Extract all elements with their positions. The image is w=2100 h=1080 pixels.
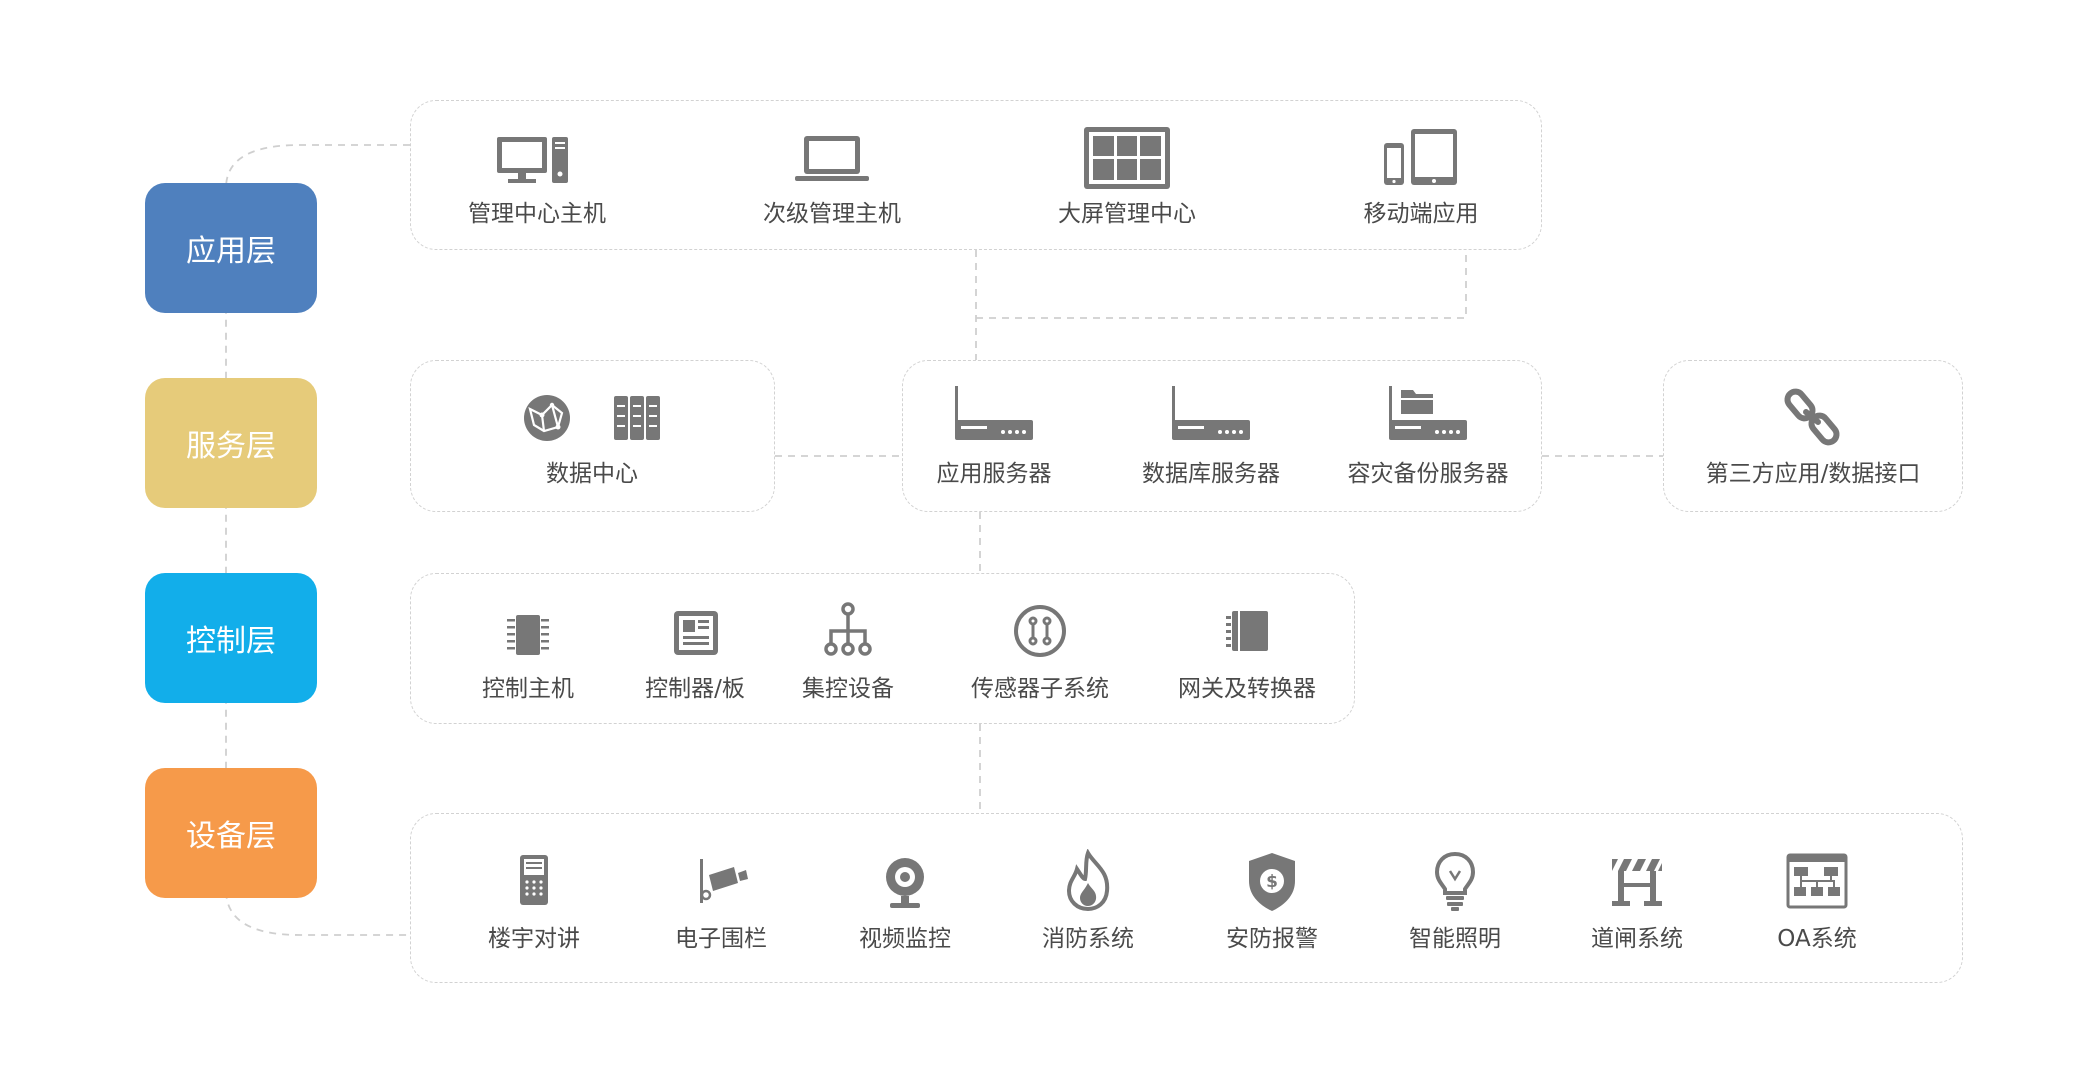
service-server-label: 应用服务器 bbox=[936, 461, 1052, 487]
third-party-group bbox=[1663, 360, 1963, 512]
service-app-server[interactable]: 应用服务器 bbox=[884, 384, 1104, 488]
layer-control: 控制层 bbox=[145, 573, 317, 703]
router-icon bbox=[1172, 386, 1250, 440]
app-item-secondary-host[interactable]: 次级管理主机 bbox=[722, 124, 942, 228]
gateway-icon bbox=[1226, 611, 1268, 651]
service-third-party[interactable]: 第三方应用/数据接口 bbox=[1693, 384, 1933, 488]
device-group bbox=[410, 813, 1963, 983]
barrier-gate-icon bbox=[1612, 859, 1662, 906]
service-server-label: 容灾备份服务器 bbox=[1347, 461, 1509, 487]
device-item-security[interactable]: $ 安防报警 bbox=[1162, 849, 1382, 953]
device-item-intercom[interactable]: 楼宇对讲 bbox=[424, 849, 644, 953]
control-item-label: 传感器子系统 bbox=[971, 676, 1109, 702]
device-item-oa[interactable]: OA系统 bbox=[1707, 849, 1927, 953]
service-data-center[interactable]: 数据中心 bbox=[482, 384, 702, 488]
application-group bbox=[410, 100, 1542, 250]
desktop-computer-icon bbox=[497, 137, 568, 183]
device-item-label: 消防系统 bbox=[1042, 926, 1134, 952]
globe-network-icon bbox=[524, 395, 570, 441]
app-item-video-wall[interactable]: 大屏管理中心 bbox=[1017, 124, 1237, 228]
control-item-label: 网关及转换器 bbox=[1178, 676, 1316, 702]
laptop-icon bbox=[795, 136, 869, 181]
control-item-host[interactable]: 控制主机 bbox=[418, 599, 638, 703]
device-item-fence[interactable]: 电子围栏 bbox=[611, 849, 831, 953]
layer-device-label: 设备层 bbox=[186, 819, 276, 854]
app-item-label: 大屏管理中心 bbox=[1058, 201, 1196, 227]
device-item-label: 安防报警 bbox=[1226, 926, 1318, 952]
intercom-icon bbox=[520, 855, 548, 905]
app-item-management-host[interactable]: 管理中心主机 bbox=[427, 124, 647, 228]
device-item-label: 道闸系统 bbox=[1591, 926, 1683, 952]
device-item-label: 楼宇对讲 bbox=[488, 926, 580, 952]
server-rack-icon bbox=[614, 396, 660, 440]
service-db-server[interactable]: 数据库服务器 bbox=[1101, 384, 1321, 488]
control-item-label: 控制主机 bbox=[482, 676, 574, 702]
router-icon bbox=[955, 386, 1033, 440]
service-server-label: 数据库服务器 bbox=[1142, 461, 1280, 487]
service-data-center-label: 数据中心 bbox=[546, 461, 638, 487]
device-item-label: 智能照明 bbox=[1409, 926, 1501, 952]
device-item-lighting[interactable]: 智能照明 bbox=[1345, 849, 1565, 953]
app-item-mobile[interactable]: 移动端应用 bbox=[1311, 124, 1531, 228]
device-item-label: 电子围栏 bbox=[675, 926, 767, 952]
control-item-label: 集控设备 bbox=[802, 676, 894, 702]
app-item-label: 次级管理主机 bbox=[763, 201, 901, 227]
control-item-central[interactable]: 集控设备 bbox=[738, 599, 958, 703]
layer-service: 服务层 bbox=[145, 378, 317, 508]
mobile-tablet-icon bbox=[1384, 129, 1457, 185]
control-item-gateway[interactable]: 网关及转换器 bbox=[1137, 599, 1357, 703]
layer-control-label: 控制层 bbox=[186, 624, 276, 659]
device-item-barrier[interactable]: 道闸系统 bbox=[1527, 849, 1747, 953]
layer-service-label: 服务层 bbox=[186, 429, 276, 464]
app-item-label: 移动端应用 bbox=[1363, 201, 1479, 227]
fire-icon bbox=[1066, 849, 1110, 912]
service-backup-server[interactable]: 容灾备份服务器 bbox=[1318, 384, 1538, 488]
camera-fence-icon bbox=[700, 859, 748, 903]
chip-icon bbox=[507, 615, 549, 655]
svg-text:$: $ bbox=[1266, 872, 1278, 892]
layer-application: 应用层 bbox=[145, 183, 317, 313]
control-group bbox=[410, 573, 1355, 724]
device-item-label: OA系统 bbox=[1777, 926, 1857, 952]
server-group bbox=[902, 360, 1542, 512]
hub-tree-icon bbox=[824, 602, 872, 656]
service-third-party-label: 第三方应用/数据接口 bbox=[1705, 461, 1921, 487]
control-panel-icon bbox=[674, 611, 718, 655]
light-bulb-icon bbox=[1434, 851, 1476, 911]
device-item-video[interactable]: 视频监控 bbox=[795, 849, 1015, 953]
chain-link-icon bbox=[1784, 388, 1840, 446]
app-item-label: 管理中心主机 bbox=[468, 201, 606, 227]
device-item-label: 视频监控 bbox=[859, 926, 951, 952]
control-item-controller[interactable]: 控制器/板 bbox=[585, 599, 805, 703]
layer-device: 设备层 bbox=[145, 768, 317, 898]
router-folder-icon bbox=[1389, 386, 1467, 440]
layer-application-label: 应用层 bbox=[186, 234, 276, 269]
webcam-icon bbox=[886, 858, 924, 908]
control-item-label: 控制器/板 bbox=[645, 676, 745, 702]
org-chart-icon bbox=[1786, 853, 1848, 909]
sensor-icon bbox=[1014, 605, 1066, 657]
video-wall-icon bbox=[1084, 127, 1170, 189]
shield-dollar-icon: $ bbox=[1249, 853, 1295, 911]
device-item-fire[interactable]: 消防系统 bbox=[978, 849, 1198, 953]
data-center-group bbox=[410, 360, 775, 512]
control-item-sensor[interactable]: 传感器子系统 bbox=[930, 599, 1150, 703]
